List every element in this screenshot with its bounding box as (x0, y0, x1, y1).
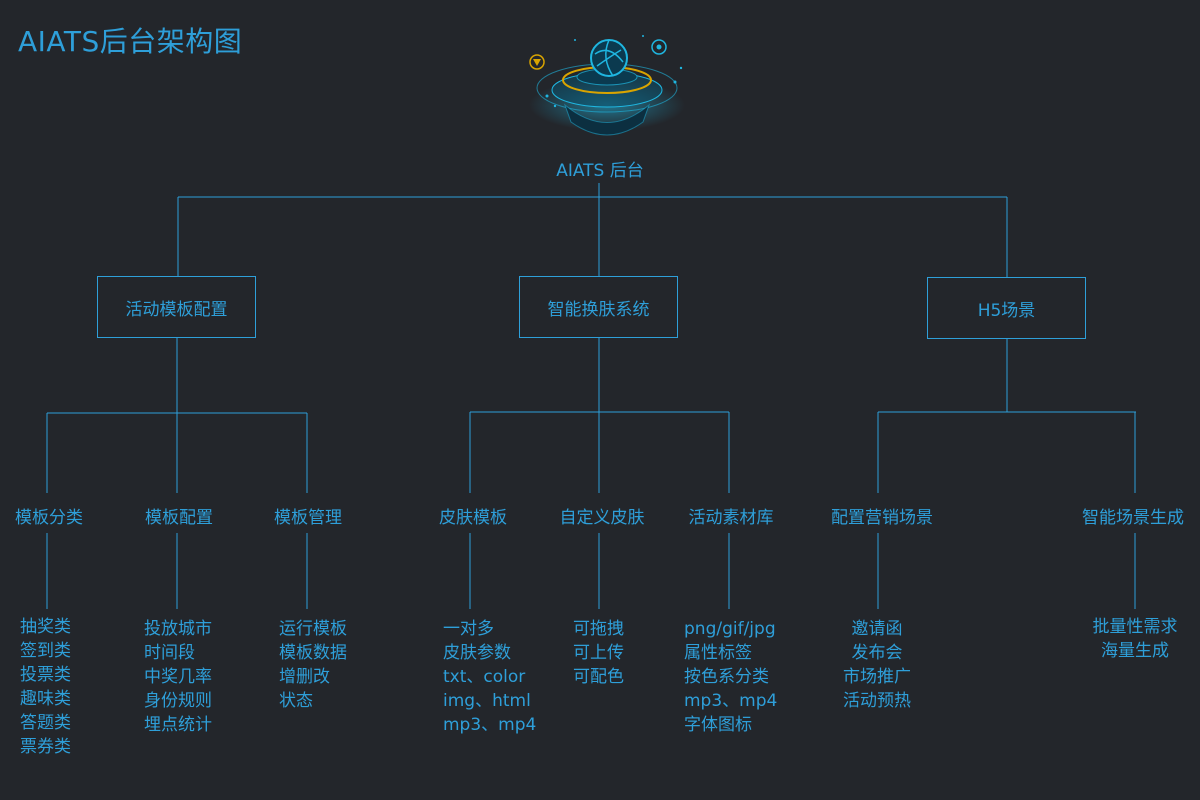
list-item: 抽奖类 (20, 617, 71, 637)
list-item: 趣味类 (20, 689, 71, 709)
page-title: AIATS后台架构图 (18, 25, 243, 58)
list-item: txt、color (443, 667, 526, 687)
list-item: 投票类 (20, 665, 71, 685)
root-connector (177, 183, 1008, 277)
group2-connector (469, 337, 730, 493)
node-activity-asset-library: 活动素材库 (688, 508, 774, 528)
list-item: 活动预热 (843, 691, 911, 711)
group1-connector (46, 337, 308, 493)
list-item: 海量生成 (1101, 641, 1169, 661)
root-node-label: AIATS 后台 (556, 161, 644, 181)
list-item: 可拖拽 (573, 619, 624, 639)
group3-connector (877, 338, 1136, 493)
list-item: 票券类 (20, 737, 71, 757)
list-item: mp3、mp4 (684, 691, 778, 711)
leaf-connectors (46, 533, 1136, 609)
list-item: 增删改 (279, 667, 330, 687)
list-item: mp3、mp4 (443, 715, 537, 735)
node-smart-skin-system: 智能换肤系统 (519, 276, 678, 338)
list-item: 可配色 (573, 667, 624, 687)
node-custom-skin: 自定义皮肤 (559, 508, 645, 528)
platform-globe-illustration (529, 10, 685, 136)
list-item: png/gif/jpg (684, 619, 776, 639)
list-item: 运行模板 (279, 619, 347, 639)
list-item: 字体图标 (684, 715, 752, 735)
list-item: 批量性需求 (1092, 617, 1178, 637)
list-item: 答题类 (20, 713, 71, 733)
node-activity-template-config: 活动模板配置 (97, 276, 256, 338)
list-activity-asset-library: png/gif/jpg 属性标签 按色系分类 mp3、mp4 字体图标 (684, 617, 777, 737)
list-item: 状态 (279, 691, 313, 711)
list-skin-template: 一对多 皮肤参数 txt、color img、html mp3、mp4 (443, 617, 536, 737)
list-item: img、html (443, 691, 531, 711)
list-template-config: 投放城市 时间段 中奖几率 身份规则 埋点统计 (144, 617, 212, 737)
list-item: 时间段 (144, 643, 195, 663)
list-item: 签到类 (20, 641, 71, 661)
list-item: 皮肤参数 (443, 643, 511, 663)
list-item: 投放城市 (144, 619, 212, 639)
list-smart-scene-generation: 批量性需求 海量生成 (1093, 615, 1178, 663)
node-template-category: 模板分类 (15, 508, 83, 528)
list-custom-skin: 可拖拽 可上传 可配色 (573, 617, 624, 689)
list-item: 身份规则 (144, 691, 212, 711)
list-item: 市场推广 (843, 667, 911, 687)
list-item: 发布会 (851, 643, 903, 663)
list-item: 一对多 (443, 619, 494, 639)
node-marketing-scene-config: 配置营销场景 (831, 508, 933, 528)
node-smart-scene-generation: 智能场景生成 (1082, 508, 1184, 528)
list-item: 埋点统计 (144, 715, 212, 735)
list-template-category: 抽奖类 签到类 投票类 趣味类 答题类 票券类 (20, 615, 71, 759)
list-item: 可上传 (573, 643, 624, 663)
list-template-management: 运行模板 模板数据 增删改 状态 (279, 617, 347, 713)
node-template-config: 模板配置 (145, 508, 213, 528)
list-item: 邀请函 (851, 619, 903, 639)
node-skin-template: 皮肤模板 (439, 508, 507, 528)
list-item: 中奖几率 (144, 667, 212, 687)
list-marketing-scene-config: 邀请函 发布会 市场推广 活动预热 (843, 617, 911, 713)
list-item: 属性标签 (684, 643, 752, 663)
node-h5-scene: H5场景 (927, 277, 1086, 339)
list-item: 模板数据 (279, 643, 347, 663)
list-item: 按色系分类 (684, 667, 769, 687)
node-template-management: 模板管理 (274, 508, 342, 528)
